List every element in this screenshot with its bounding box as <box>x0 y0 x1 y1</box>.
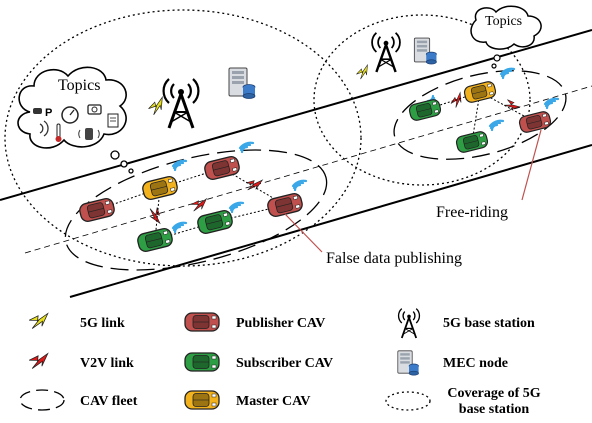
false-data-label: False data publishing <box>326 250 462 267</box>
base-station-legend-icon <box>397 307 421 339</box>
camera-icon <box>87 104 102 115</box>
legend: 5G link V2V link CAV fleet Publisher CAV… <box>19 304 541 418</box>
legend-subscriber-cav: Subscriber CAV <box>236 356 333 371</box>
topics-cloud-left: Topics P <box>17 66 134 174</box>
legend-5g-link: 5G link <box>80 316 125 331</box>
master-cav-legend-icon <box>180 382 224 418</box>
base-station-right-icon <box>370 31 402 74</box>
free-riding-pointer <box>521 129 542 201</box>
coverage-area-left <box>4 9 362 267</box>
cav-fleet-legend-icon <box>19 389 65 411</box>
cav-fleet-left <box>64 149 328 271</box>
base-station-left-icon <box>162 77 200 130</box>
5g-link-icon <box>355 64 373 80</box>
v2v-link-icon <box>245 178 265 192</box>
legend-base-station: 5G base station <box>443 316 535 331</box>
publisher-cav <box>77 196 117 224</box>
subscriber-cav <box>195 208 235 236</box>
publisher-cav-free-rider <box>517 109 553 135</box>
thermometer-icon <box>56 123 61 139</box>
coverage-area-right <box>313 14 531 186</box>
road <box>0 29 592 298</box>
legend-v2v-link: V2V link <box>80 356 134 371</box>
false-data-pointer <box>284 213 323 253</box>
5g-link-legend-icon <box>28 312 52 330</box>
publisher-cav <box>202 154 242 182</box>
publisher-cav-false-data <box>265 191 305 219</box>
legend-coverage-line1: Coverage of 5G <box>447 386 540 401</box>
publisher-cav-legend-icon <box>180 304 224 340</box>
coverage-legend-icon <box>385 391 431 411</box>
master-cav <box>462 79 498 105</box>
subscriber-cav <box>135 226 175 254</box>
mec-node-legend-icon <box>397 350 420 376</box>
legend-publisher-cav: Publisher CAV <box>236 316 325 331</box>
signal-icon <box>39 120 49 137</box>
road-upper-edge <box>0 29 592 201</box>
v2v-link-icon <box>190 197 210 213</box>
v2v-link-icon <box>450 91 466 109</box>
legend-master-cav: Master CAV <box>236 394 311 409</box>
free-riding-label: Free-riding <box>436 204 508 221</box>
topics-label-left: Topics <box>58 77 100 94</box>
topic-icons: P <box>33 104 119 142</box>
subscriber-cav-legend-icon <box>180 344 224 380</box>
cav-fleet-right <box>393 70 567 160</box>
mec-node-left-icon <box>228 67 256 99</box>
road-lower-edge <box>69 144 592 298</box>
legend-cav-fleet: CAV fleet <box>80 394 138 409</box>
phone-car-icon <box>85 128 93 140</box>
legend-mec-node: MEC node <box>443 356 508 371</box>
parking-icon: P <box>45 107 52 119</box>
topics-label-right: Topics <box>485 14 522 29</box>
mec-node-right-icon <box>413 37 437 65</box>
road-center-line <box>24 85 592 254</box>
v2v-link-legend-icon <box>28 352 52 370</box>
legend-coverage-line2: base station <box>459 402 530 417</box>
topics-cloud-right: Topics <box>470 5 542 69</box>
master-cav <box>140 174 180 202</box>
car-icon <box>33 108 42 114</box>
document-icon <box>107 113 119 128</box>
subscriber-cav <box>454 129 490 155</box>
